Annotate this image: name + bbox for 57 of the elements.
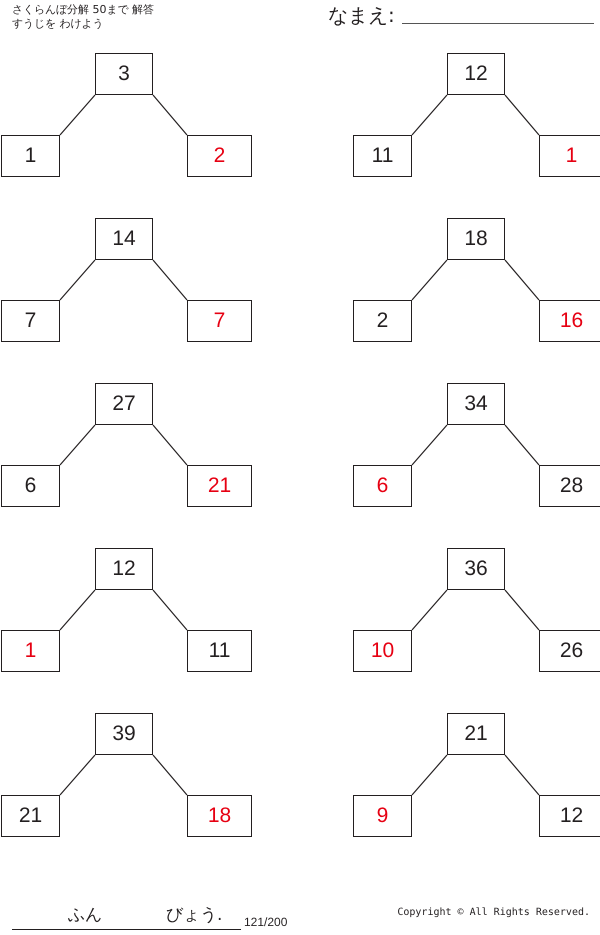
connector-line (152, 590, 188, 630)
connector-line (504, 590, 540, 630)
number-box: 12 (447, 53, 505, 95)
seconds-label: びょう. (166, 904, 222, 926)
connector-line (60, 754, 96, 796)
answer-box: 9 (353, 795, 412, 837)
answer-box: 21 (187, 465, 252, 507)
answer-box: 2 (187, 135, 252, 177)
number-box: 2 (353, 300, 412, 342)
answer-box: 1 (539, 135, 600, 177)
answer-box: 6 (353, 465, 412, 507)
number-box: 6 (1, 465, 60, 507)
number-box: 27 (95, 383, 153, 425)
number-box: 28 (539, 465, 600, 507)
connector-line (412, 94, 448, 136)
number-box: 1 (1, 135, 60, 177)
number-box: 14 (95, 218, 153, 260)
connector-line (60, 260, 96, 300)
answer-box: 16 (539, 300, 600, 342)
instruction-text: すうじを わけよう (12, 17, 104, 31)
number-box: 34 (447, 383, 505, 425)
number-box: 11 (187, 630, 252, 672)
connector-line (60, 590, 96, 630)
connector-line (60, 94, 96, 136)
number-box: 7 (1, 300, 60, 342)
number-box: 21 (1, 795, 60, 837)
connector-line (412, 424, 448, 466)
connector-line (412, 754, 448, 796)
number-box: 21 (447, 713, 505, 755)
connector-line (504, 424, 540, 466)
connector-line (412, 260, 448, 300)
connector-line (152, 424, 188, 466)
connector-line (60, 424, 96, 466)
connector-line (504, 260, 540, 300)
number-box: 11 (353, 135, 412, 177)
number-box: 39 (95, 713, 153, 755)
number-box: 36 (447, 548, 505, 590)
worksheet-title: さくらんぼ分解 50まで 解答 (12, 3, 154, 17)
answer-box: 10 (353, 630, 412, 672)
number-box: 12 (95, 548, 153, 590)
minutes-label: ふん (68, 904, 102, 926)
answer-box: 1 (1, 630, 60, 672)
answer-box: 7 (187, 300, 252, 342)
connector-line (412, 590, 448, 630)
connector-line (152, 94, 188, 136)
connector-line (504, 754, 540, 796)
connector-line (504, 94, 540, 136)
connector-line (152, 260, 188, 300)
number-box: 26 (539, 630, 600, 672)
number-box: 3 (95, 53, 153, 95)
copyright-notice: Copyright © All Rights Reserved. (397, 906, 590, 919)
name-label: なまえ: (328, 2, 395, 28)
answer-box: 18 (187, 795, 252, 837)
number-box: 12 (539, 795, 600, 837)
connector-line (152, 754, 188, 796)
number-box: 18 (447, 218, 505, 260)
page-number: 121/200 (244, 915, 288, 930)
